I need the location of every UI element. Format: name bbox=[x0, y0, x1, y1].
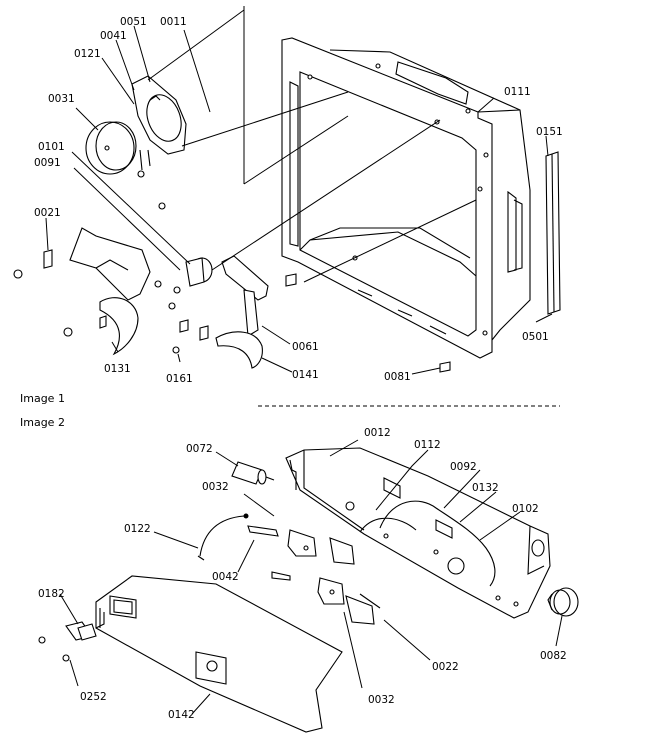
front-panel bbox=[95, 575, 343, 733]
callout-0022: 0022 bbox=[432, 661, 459, 673]
callout-0142: 0142 bbox=[168, 709, 195, 721]
switch-cluster-upper bbox=[247, 525, 355, 565]
callout-0252: 0252 bbox=[80, 691, 107, 703]
frame-housing bbox=[281, 37, 531, 359]
callout-0032-lower: 0032 bbox=[368, 694, 395, 706]
callout-0151: 0151 bbox=[536, 126, 563, 138]
callout-0081: 0081 bbox=[384, 371, 411, 383]
gasket-strip bbox=[545, 151, 561, 315]
callout-0132: 0132 bbox=[472, 482, 499, 494]
callout-0021: 0021 bbox=[34, 207, 61, 219]
left-lever bbox=[13, 227, 162, 356]
callout-0032-upper: 0032 bbox=[202, 481, 229, 493]
callout-0131: 0131 bbox=[104, 363, 131, 375]
image-2-assembly bbox=[38, 439, 579, 733]
callout-0042: 0042 bbox=[212, 571, 239, 583]
connector-block bbox=[38, 621, 97, 662]
callout-0122: 0122 bbox=[124, 523, 151, 535]
callout-0061: 0061 bbox=[292, 341, 319, 353]
callout-0501: 0501 bbox=[522, 331, 549, 343]
callout-0121: 0121 bbox=[74, 48, 101, 60]
callout-0031: 0031 bbox=[48, 93, 75, 105]
callout-0041: 0041 bbox=[100, 30, 127, 42]
image-1-assembly bbox=[13, 6, 561, 375]
callout-0161: 0161 bbox=[166, 373, 193, 385]
callout-0111: 0111 bbox=[504, 86, 531, 98]
wire-arc bbox=[197, 513, 249, 561]
knob bbox=[547, 587, 579, 617]
callout-0102: 0102 bbox=[512, 503, 539, 515]
callout-0101: 0101 bbox=[38, 141, 65, 153]
callout-0141: 0141 bbox=[292, 369, 319, 381]
callout-0072: 0072 bbox=[186, 443, 213, 455]
cylinder-component bbox=[231, 461, 275, 485]
callout-0092: 0092 bbox=[450, 461, 477, 473]
callout-0091: 0091 bbox=[34, 157, 61, 169]
callout-0112: 0112 bbox=[414, 439, 441, 451]
callout-0182: 0182 bbox=[38, 588, 65, 600]
caption-image-1: Image 1 bbox=[20, 392, 65, 405]
fan-disc bbox=[85, 121, 137, 175]
bracket-plate bbox=[285, 447, 551, 619]
callout-labels: 0051 0011 0041 0121 0031 0101 0091 0021 … bbox=[20, 16, 567, 721]
caption-image-2: Image 2 bbox=[20, 416, 65, 429]
callout-0012: 0012 bbox=[364, 427, 391, 439]
switch-cluster-lower bbox=[271, 571, 381, 625]
motor-bracket bbox=[131, 75, 187, 210]
callout-0082: 0082 bbox=[540, 650, 567, 662]
callout-0011: 0011 bbox=[160, 16, 187, 28]
callout-0051: 0051 bbox=[120, 16, 147, 28]
